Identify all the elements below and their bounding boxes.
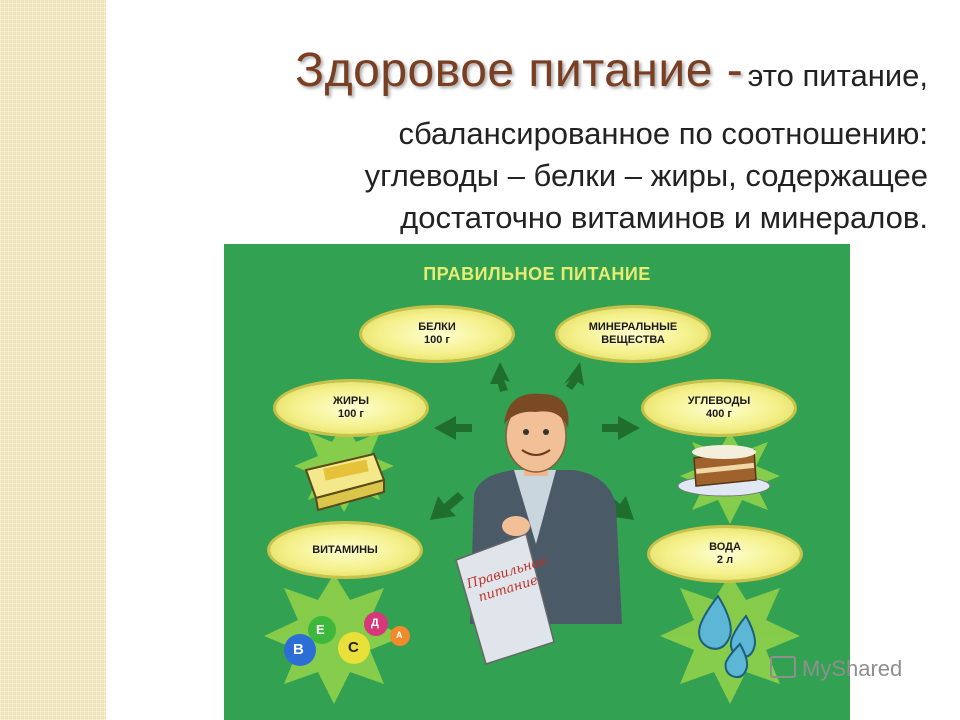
water-starburst <box>660 574 800 704</box>
proteins-amount: 100 г <box>424 334 450 346</box>
definition-line-1: сбалансированное по соотношению: <box>398 116 928 151</box>
vitamin-c-ball <box>338 632 370 664</box>
carbs-oval: УГЛЕВОДЫ 400 г <box>644 382 794 434</box>
vitamin-letter-b: В <box>293 641 304 658</box>
carbs-amount: 400 г <box>706 408 732 420</box>
watermark-text: MyShared <box>802 656 903 681</box>
fats-amount: 100 г <box>338 408 364 420</box>
vitamin-balls <box>284 612 410 666</box>
vitamin-letter-e: Е <box>316 622 325 637</box>
definition-line-3: достаточно витаминов и минералов. <box>400 200 928 235</box>
cake-icon <box>677 445 771 497</box>
poster-illustration <box>264 362 800 704</box>
water-label: ВОДА <box>709 541 741 553</box>
watermark: MyShared <box>770 656 902 682</box>
fats-label: ЖИРЫ <box>333 395 369 407</box>
slide-text: Здоровое питание - это питание, сбаланси… <box>128 40 928 239</box>
vitamin-a-ball <box>390 626 410 646</box>
minerals-amount: ВЕЩЕСТВА <box>601 334 665 346</box>
proteins-oval: БЕЛКИ 100 г <box>362 308 512 360</box>
arrow-up-left-icon <box>490 362 510 392</box>
vitamins-starburst <box>264 574 404 704</box>
poster-title: ПРАВИЛЬНОЕ ПИТАНИЕ <box>423 264 651 284</box>
arrow-left-icon <box>434 416 472 440</box>
vitamin-letter-d: Д <box>371 617 379 629</box>
vitamins-oval: ВИТАМИНЫ <box>270 524 420 576</box>
proteins-label: БЕЛКИ <box>418 321 456 333</box>
vitamin-letter-a: А <box>396 630 403 640</box>
heading-line: Здоровое питание - это питание, <box>128 40 928 113</box>
water-oval: ВОДА 2 л <box>650 528 800 580</box>
healthy-eating-poster: ПРАВИЛЬНОЕ ПИТАНИЕ БЕЛКИ 100 г МИНЕРАЛЬН… <box>224 244 850 720</box>
water-amount: 2 л <box>716 554 734 566</box>
person-illustration <box>455 393 622 665</box>
vitamin-d-ball <box>364 612 388 636</box>
arrow-up-right-icon <box>564 362 584 390</box>
presentation-icon <box>770 656 796 678</box>
vitamin-b-ball <box>284 634 316 666</box>
carbs-label: УГЛЕВОДЫ <box>687 395 751 407</box>
booklet-icon <box>455 533 555 665</box>
arrow-down-left-icon <box>430 492 464 520</box>
vitamins-label: ВИТАМИНЫ <box>312 543 378 556</box>
decorative-side-stripe <box>0 0 106 720</box>
vitamin-e-ball <box>308 616 336 644</box>
arrow-right-icon <box>602 416 640 440</box>
water-drops-icon <box>698 594 756 679</box>
fats-oval: ЖИРЫ 100 г <box>276 382 426 434</box>
definition-line-2: углеводы – белки – жиры, содержащее <box>364 158 928 193</box>
heading-lead-text: это питание, <box>747 58 928 93</box>
vitamin-letter-c: С <box>348 639 359 656</box>
butter-dish-icon <box>304 452 386 512</box>
minerals-label: МИНЕРАЛЬНЫЕ <box>588 321 678 333</box>
slide-heading: Здоровое питание - <box>295 44 744 97</box>
minerals-oval: МИНЕРАЛЬНЫЕ ВЕЩЕСТВА <box>558 308 708 360</box>
